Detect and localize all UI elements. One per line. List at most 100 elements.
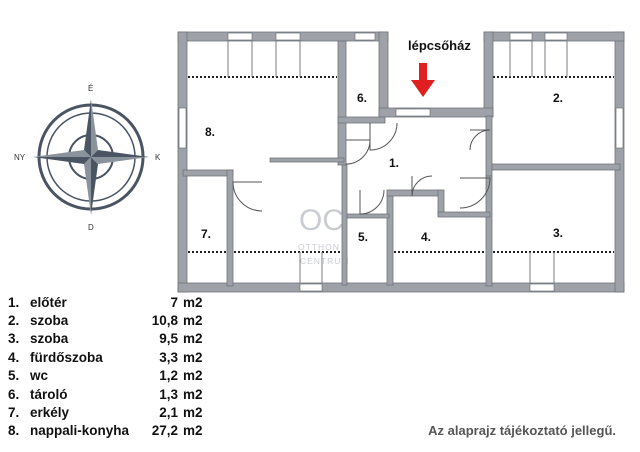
wall-7-right bbox=[226, 169, 234, 287]
room-label-5: 5. bbox=[358, 230, 368, 244]
legend-name: szoba bbox=[30, 331, 69, 347]
legend-num: 4. bbox=[8, 349, 20, 365]
wall-notch-bottom bbox=[378, 107, 494, 118]
room-label-4: 4. bbox=[421, 230, 431, 244]
compass-rose: É D NY K bbox=[14, 84, 161, 232]
legend-value: 7 bbox=[170, 294, 178, 310]
door-swing-3 bbox=[232, 181, 263, 212]
wall-5-top bbox=[346, 213, 390, 219]
legend-unit: m2 bbox=[183, 294, 203, 310]
room-label-3: 3. bbox=[553, 226, 563, 240]
room-label-2: 2. bbox=[553, 91, 563, 105]
room-legend: 1. előtér 7 m2 2. szoba 10,8 m2 3. szoba… bbox=[8, 293, 218, 440]
legend-name: tároló bbox=[30, 386, 68, 402]
legend-unit: m2 bbox=[183, 423, 203, 439]
legend-row: 4. fürdőszoba 3,3 m2 bbox=[8, 348, 218, 366]
compass-east: K bbox=[155, 153, 161, 162]
legend-value: 2,1 bbox=[159, 405, 178, 421]
legend-unit: m2 bbox=[183, 386, 203, 402]
room-label-8: 8. bbox=[205, 125, 215, 139]
legend-unit: m2 bbox=[183, 313, 203, 329]
legend-num: 1. bbox=[8, 294, 20, 310]
door-swing-4 bbox=[459, 177, 491, 209]
legend-row: 3. szoba 9,5 m2 bbox=[8, 330, 218, 348]
wall-5-left bbox=[341, 164, 348, 286]
legend-num: 2. bbox=[8, 313, 20, 329]
legend-row: 5. wc 1,2 m2 bbox=[8, 367, 218, 385]
door-swing-1 bbox=[369, 122, 398, 151]
window-right bbox=[615, 107, 624, 149]
window-6 bbox=[354, 32, 376, 41]
window-2-b bbox=[544, 32, 568, 41]
watermark-line2: CENTRUM bbox=[300, 256, 350, 266]
wall-4-top bbox=[386, 189, 442, 197]
compass-south: D bbox=[88, 223, 94, 232]
room-label-6: 6. bbox=[357, 91, 367, 105]
legend-value: 1,3 bbox=[159, 386, 178, 402]
partitions bbox=[227, 41, 568, 283]
door-swing-7 bbox=[345, 139, 371, 165]
legend-num: 7. bbox=[8, 405, 20, 421]
legend-name: előtér bbox=[30, 294, 67, 310]
window-8-a bbox=[227, 32, 253, 41]
compass-west: NY bbox=[14, 153, 26, 162]
legend-num: 5. bbox=[8, 368, 20, 384]
wall-notch-right bbox=[483, 31, 494, 117]
compass-main-points bbox=[33, 99, 149, 215]
legend-value: 9,5 bbox=[159, 331, 178, 347]
legend-row: 6. tároló 1,3 m2 bbox=[8, 385, 218, 403]
wall-5-right bbox=[386, 194, 394, 286]
legend-value: 1,2 bbox=[159, 368, 178, 384]
window-2-a bbox=[509, 32, 533, 41]
wall-bottom bbox=[177, 282, 625, 293]
wall-6-bottom bbox=[337, 116, 386, 124]
window-bottom-8 bbox=[299, 283, 323, 292]
legend-unit: m2 bbox=[183, 349, 203, 365]
doors bbox=[232, 122, 491, 215]
door-swing-5 bbox=[359, 189, 385, 215]
room-label-7: 7. bbox=[201, 227, 211, 241]
door-swing-6 bbox=[411, 175, 433, 197]
window-door-main bbox=[395, 108, 431, 117]
stair-arrow-shaft bbox=[419, 63, 427, 81]
legend-name: szoba bbox=[30, 313, 69, 329]
legend-value: 27,2 bbox=[151, 423, 178, 439]
legend-num: 6. bbox=[8, 386, 20, 402]
legend-num: 8. bbox=[8, 423, 20, 439]
watermark-logo: OC bbox=[299, 204, 344, 237]
door-swing-2 bbox=[469, 129, 491, 151]
wall-7-top bbox=[182, 169, 234, 177]
wall-4-stub bbox=[437, 189, 445, 216]
legend-row: 1. előtér 7 m2 bbox=[8, 293, 218, 311]
wall-8-6 bbox=[337, 40, 347, 166]
legend-name: wc bbox=[30, 368, 49, 384]
legend-value: 3,3 bbox=[159, 349, 178, 365]
legend-value: 10,8 bbox=[151, 313, 178, 329]
window-8-b bbox=[275, 32, 301, 41]
compass-north: É bbox=[88, 84, 93, 93]
legend-name: nappali-konyha bbox=[30, 423, 130, 439]
legend-name: erkély bbox=[30, 405, 70, 421]
wall-3-left bbox=[485, 175, 493, 287]
legend-unit: m2 bbox=[183, 368, 203, 384]
wall-4-top2 bbox=[437, 211, 491, 218]
windows bbox=[178, 32, 624, 292]
wall-right bbox=[614, 31, 625, 293]
legend-num: 3. bbox=[8, 331, 20, 347]
window-bottom-3 bbox=[529, 283, 555, 292]
room-label-1: 1. bbox=[389, 156, 399, 170]
wall-left bbox=[177, 31, 188, 293]
legend-row: 8. nappali-konyha 27,2 m2 bbox=[8, 422, 218, 440]
wall-2-bottom bbox=[489, 163, 621, 171]
legend-name: fürdőszoba bbox=[30, 349, 103, 365]
legend-unit: m2 bbox=[183, 331, 203, 347]
wall-notch-left bbox=[378, 31, 389, 117]
legend-unit: m2 bbox=[183, 405, 203, 421]
window-left bbox=[178, 107, 187, 149]
wall-8-bottom bbox=[269, 157, 345, 163]
wall-2-left bbox=[485, 115, 493, 177]
watermark-line1: OTTHON bbox=[298, 242, 340, 252]
legend-row: 7. erkély 2,1 m2 bbox=[8, 403, 218, 421]
stair-arrow-head bbox=[411, 80, 435, 97]
